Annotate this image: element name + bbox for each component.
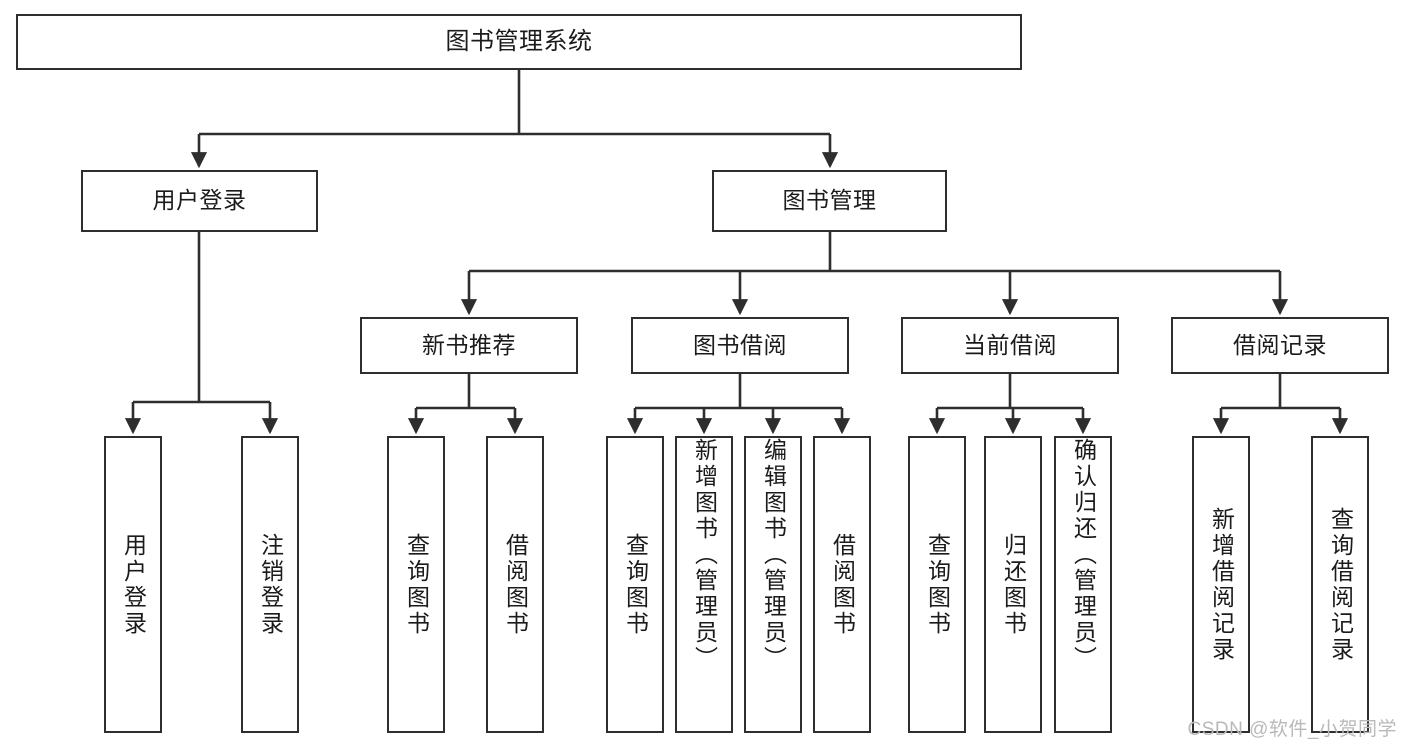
node-root-label: 图书管理系统 — [445, 27, 593, 55]
node-logout-action-label: 注销登录 — [257, 532, 284, 637]
node-book-management[interactable]: 图书管理 — [712, 170, 947, 232]
node-query-book-borrow-label: 查询图书 — [622, 532, 649, 637]
node-logout-action[interactable]: 注销登录 — [241, 436, 299, 733]
node-user-login-action-label: 用户登录 — [120, 532, 147, 637]
node-return-book[interactable]: 归还图书 — [984, 436, 1042, 733]
node-query-book-current-label: 查询图书 — [924, 532, 951, 637]
node-root[interactable]: 图书管理系统 — [16, 14, 1022, 70]
node-confirm-return-admin[interactable]: 确认归还（管理员） — [1054, 436, 1112, 733]
node-borrow-book-recommend-label: 借阅图书 — [502, 532, 529, 637]
node-borrow-record[interactable]: 借阅记录 — [1171, 317, 1389, 374]
node-new-book-recommend[interactable]: 新书推荐 — [360, 317, 578, 374]
node-query-borrow-record-label: 查询借阅记录 — [1327, 506, 1354, 663]
node-query-book-recommend[interactable]: 查询图书 — [387, 436, 445, 733]
node-book-management-label: 图书管理 — [782, 187, 877, 214]
node-query-borrow-record[interactable]: 查询借阅记录 — [1311, 436, 1369, 733]
node-new-book-recommend-label: 新书推荐 — [422, 331, 516, 358]
node-add-borrow-record-label: 新增借阅记录 — [1208, 506, 1235, 663]
node-borrow-book-recommend[interactable]: 借阅图书 — [486, 436, 544, 733]
node-book-borrow[interactable]: 图书借阅 — [631, 317, 849, 374]
node-user-login-action[interactable]: 用户登录 — [104, 436, 162, 733]
node-borrow-book-borrow-label: 借阅图书 — [829, 532, 856, 637]
node-borrow-record-label: 借阅记录 — [1233, 331, 1327, 358]
node-query-book-current[interactable]: 查询图书 — [908, 436, 966, 733]
node-edit-book-admin-label: 编辑图书（管理员） — [760, 438, 787, 672]
node-return-book-label: 归还图书 — [1000, 532, 1027, 637]
watermark: CSDN @软件_小贺同学 — [1187, 719, 1397, 740]
node-current-borrow-label: 当前借阅 — [963, 331, 1057, 358]
node-add-book-admin[interactable]: 新增图书（管理员） — [675, 436, 733, 733]
node-book-borrow-label: 图书借阅 — [693, 331, 787, 358]
node-confirm-return-admin-label: 确认归还（管理员） — [1070, 438, 1097, 672]
node-query-book-borrow[interactable]: 查询图书 — [606, 436, 664, 733]
node-query-book-recommend-label: 查询图书 — [403, 532, 430, 637]
node-current-borrow[interactable]: 当前借阅 — [901, 317, 1119, 374]
node-borrow-book-borrow[interactable]: 借阅图书 — [813, 436, 871, 733]
node-add-book-admin-label: 新增图书（管理员） — [691, 438, 718, 672]
node-add-borrow-record[interactable]: 新增借阅记录 — [1192, 436, 1250, 733]
node-edit-book-admin[interactable]: 编辑图书（管理员） — [744, 436, 802, 733]
node-user-login[interactable]: 用户登录 — [81, 170, 318, 232]
node-user-login-label: 用户登录 — [152, 187, 247, 214]
